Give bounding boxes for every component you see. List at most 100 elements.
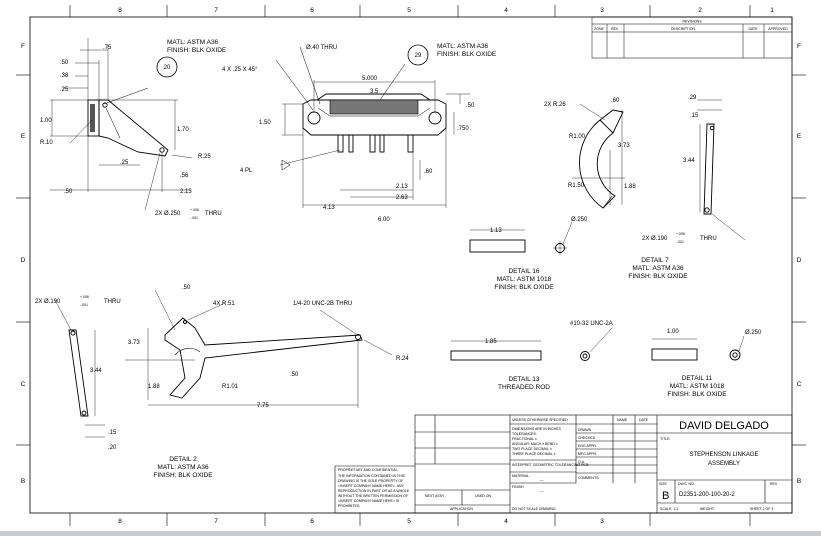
detail2-label: DETAIL 2 [169, 456, 197, 463]
zone-col-3-bottom: 3 [600, 518, 604, 525]
title-block-row-comments: COMMENTS: [578, 476, 599, 480]
detail7-dim-29: .29 [688, 95, 697, 101]
part29-dim-263: 2.63 [396, 195, 408, 201]
zone-col-6: 6 [310, 7, 314, 14]
rev-col-description: DESCRIPTION [671, 27, 695, 31]
title-block-weight: WEIGHT: [700, 507, 715, 511]
title-block-used-on: USED ON [475, 494, 491, 498]
part29-chamfer: 4 X .25 X 45° [222, 67, 258, 73]
zone-col-7: 7 [214, 7, 218, 14]
title-block-rev-label: REV [770, 482, 778, 486]
detail2-tol-plus: +.006 [80, 295, 89, 299]
detail2-view [54, 289, 393, 438]
detail2-dim-20: .20 [108, 445, 117, 451]
detail16-finish: FINISH: BLK OXIDE [494, 284, 554, 291]
title-block-note-5: THREE PLACE DECIMAL ± [512, 452, 556, 456]
zone-col-5-bottom: 5 [407, 518, 411, 525]
part29-4pl: 4 PL [240, 168, 253, 174]
part20-dim-50a: .50 [60, 60, 69, 66]
title-block-note-1: TOLERANCES: [512, 432, 537, 436]
zone-row-f-right: F [797, 43, 801, 50]
title-block-note-3: ANGULAR: MACH ± BEND ± [512, 442, 558, 446]
part20-dim-38: .38 [60, 73, 69, 79]
part29-matl: MATL: ASTM A36 [437, 43, 489, 50]
detail7-r26: 2X R.26 [544, 102, 566, 108]
part20-matl: MATL: ASTM A36 [167, 39, 219, 46]
zone-row-b: B [21, 478, 25, 485]
detail16-len: 1.13 [490, 228, 502, 234]
detail7-matl: MATL: ASTM A36 [632, 265, 684, 272]
zone-row-e-right: E [797, 133, 802, 140]
title-block [334, 414, 793, 514]
prop-text-2: <INSERT COMPANY NAME HERE>. ANY [338, 484, 405, 488]
part29-balloon-num: 29 [415, 53, 422, 59]
detail2-thru: THRU [104, 299, 121, 305]
zone-row-f: F [21, 43, 25, 50]
part20-dim-170: 1.70 [177, 127, 189, 133]
part20-thru: THRU [205, 211, 222, 217]
part29-dim-50: .50 [466, 103, 475, 109]
detail2-finish: FINISH: BLK OXIDE [153, 472, 213, 479]
detail2-dim-15: .15 [108, 430, 117, 436]
part20-tol-plus: +.006 [190, 208, 199, 212]
detail2-dim-50a: .50 [182, 285, 191, 291]
part29-dim-150: 1.50 [259, 120, 271, 126]
title-block-scale: SCALE: 1:2 [660, 507, 678, 511]
zone-col-7-bottom: 7 [214, 518, 218, 525]
title-block-row-drawn: DRAWN [578, 428, 592, 432]
part29-dim-600: 6.00 [378, 217, 390, 223]
rev-col-approved: APPROVED [768, 27, 788, 31]
part20-balloon-num: 20 [164, 65, 171, 71]
title-block-author: DAVID DELGADO [679, 420, 769, 432]
title-block-title-line1: STEPHENSON LINKAGE [689, 452, 758, 458]
zone-col-6-bottom: 6 [310, 518, 314, 525]
detail7-dim-373: 3.73 [618, 143, 630, 149]
zone-row-c-right: C [797, 381, 802, 388]
title-block-finish-value: — [540, 489, 544, 493]
prop-text-6: PROHIBITED. [338, 504, 360, 508]
detail13-len: 1.85 [485, 339, 497, 345]
detail13-sub: THREADED ROD [498, 384, 550, 391]
detail11-finish: FINISH: BLK OXIDE [667, 391, 727, 398]
title-block-dwg-no: D2351-200-100-20-2 [679, 492, 735, 498]
part20-finish: FINISH: BLK OXIDE [167, 47, 227, 54]
zone-col-4: 4 [504, 7, 508, 14]
part29-dim-213: 2.13 [396, 184, 408, 190]
title-block-unless: UNLESS OTHERWISE SPECIFIED: [512, 418, 569, 422]
prop-title: PROPRIETARY AND CONFIDENTIAL [338, 468, 398, 472]
part20-balloon [156, 56, 178, 78]
title-block-size-label: SIZE [659, 482, 667, 486]
part29-finish: FINISH: BLK OXIDE [437, 51, 497, 58]
part20-dim-25a: .25 [60, 87, 69, 93]
zone-col-8-bottom: 8 [118, 518, 122, 525]
part20-dim-r25: R.25 [198, 154, 211, 160]
detail16-matl: MATL: ASTM 1018 [497, 276, 552, 283]
detail7-label: DETAIL 7 [641, 257, 669, 264]
title-block-note-4: TWO PLACE DECIMAL ± [512, 447, 552, 451]
detail7-thru: THRU [700, 236, 717, 242]
detail7-r150: R1.50 [568, 183, 585, 189]
title-block-sheet: SHEET 2 OF 3 [750, 507, 773, 511]
title-block-date-hdr: DATE [639, 418, 649, 422]
detail7-finish: FINISH: BLK OXIDE [628, 273, 688, 280]
border-zone-markers [16, 5, 806, 526]
title-block-interpret: INTERPRET GEOMETRIC TOLERANCING PER: [512, 463, 589, 467]
revisions-table [591, 16, 793, 59]
part29-dim-60: .60 [424, 169, 433, 175]
rev-col-rev: REV. [611, 27, 619, 31]
title-block-name-hdr: NAME [617, 418, 628, 422]
title-block-row-mfg: MFG APPR. [578, 452, 597, 456]
title-block-note-0: DIMENSIONS ARE IN INCHES [512, 427, 561, 431]
prop-text-5: <INSERT COMPANY NAME HERE> IS [338, 499, 400, 503]
detail16-label: DETAIL 16 [508, 268, 539, 275]
part29-hole: Ø.40 THRU [306, 45, 337, 51]
part29-view [275, 46, 470, 208]
prop-text-1: DRAWING IS THE SOLE PROPERTY OF [338, 479, 403, 483]
part20-dim-56: .56 [180, 173, 189, 179]
part29-dim-750: .750 [457, 126, 469, 132]
zone-row-d: D [21, 257, 26, 264]
rev-col-date: DATE [748, 27, 758, 31]
title-block-row-eng: ENG APPR. [578, 444, 597, 448]
detail13-view [450, 327, 613, 361]
